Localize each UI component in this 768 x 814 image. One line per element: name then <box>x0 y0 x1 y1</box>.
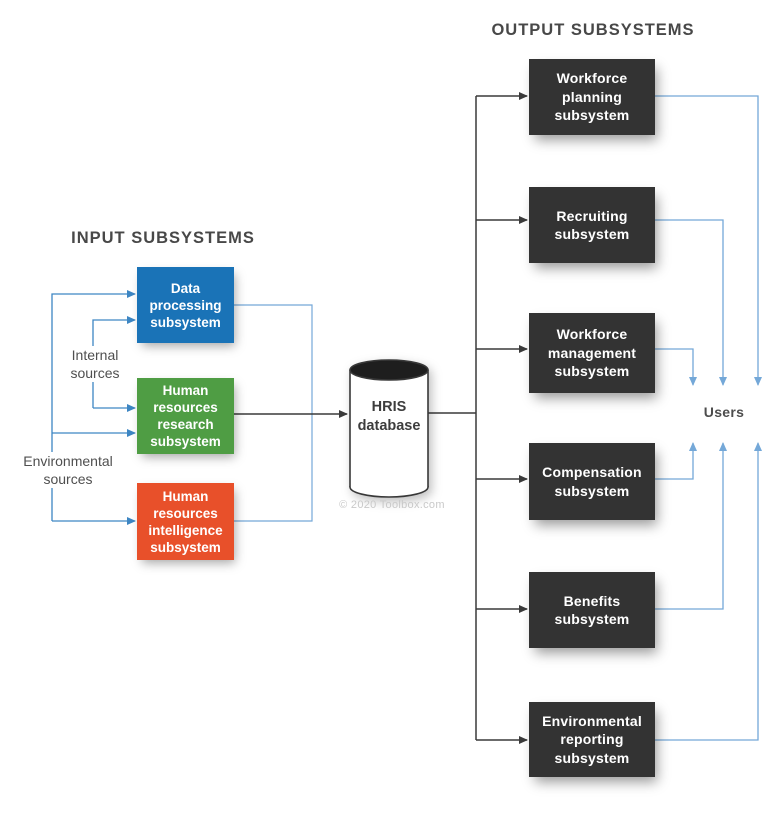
source-label-environmental: Environmental sources <box>8 452 128 488</box>
output-box-workforce-planning: Workforce planning subsystem <box>529 59 655 135</box>
database-connectors <box>233 92 528 744</box>
input-subsystems-title: INPUT SUBSYSTEMS <box>71 229 255 247</box>
source-label-internal: Internal sources <box>55 346 135 382</box>
output-box-benefits: Benefits subsystem <box>529 572 655 648</box>
environmental-trunk-to-data-processing <box>51 290 136 521</box>
output-to-users-connectors <box>655 95 762 741</box>
input-box-hr-research: Human resources research subsystem <box>137 378 234 454</box>
hris-database-label: HRIS database <box>357 399 421 434</box>
copyright-watermark: © 2020 Toolbox.com <box>339 499 445 511</box>
workforce-management-to-users <box>655 348 697 386</box>
benefits-to-users <box>655 442 727 610</box>
users-label: Users <box>703 404 745 420</box>
hris-database-cylinder <box>340 355 440 510</box>
output-box-workforce-management: Workforce management subsystem <box>529 313 655 393</box>
compensation-to-users <box>655 442 697 480</box>
output-box-environmental-reporting: Environmental reporting subsystem <box>529 702 655 777</box>
recruiting-to-users <box>655 219 727 386</box>
input-box-hr-intelligence: Human resources intelligence subsystem <box>137 483 234 560</box>
input-box-data-processing: Data processing subsystem <box>137 267 234 343</box>
output-box-compensation: Compensation subsystem <box>529 443 655 520</box>
workforce-planning-to-users <box>655 95 762 386</box>
output-box-recruiting: Recruiting subsystem <box>529 187 655 263</box>
input-output-bracket <box>233 304 313 522</box>
environmental-reporting-to-users <box>655 442 762 741</box>
database-cylinder-shape <box>349 359 429 498</box>
output-subsystems-title: OUTPUT SUBSYSTEMS <box>491 21 695 39</box>
